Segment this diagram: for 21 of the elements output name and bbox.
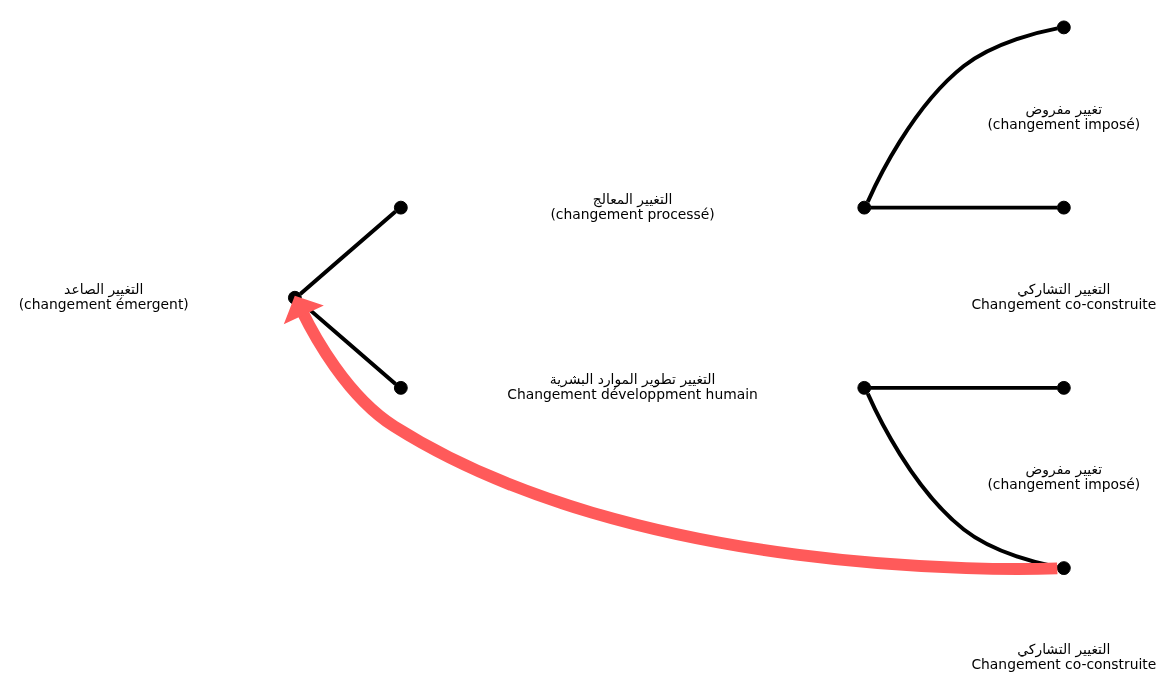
connector <box>865 25 1058 203</box>
node-circle <box>1056 200 1071 215</box>
node-circle <box>287 290 302 305</box>
node-circle <box>393 380 408 395</box>
node-label: التغيير التشاركي <box>1017 280 1111 297</box>
connector <box>299 209 397 295</box>
node-label: Changement co-construite <box>971 295 1157 312</box>
node-label: التغيير تطوير الموارد البشرية <box>549 370 716 387</box>
connector <box>871 385 1058 390</box>
node-circle <box>393 200 408 215</box>
node-label: التغيير المعالج <box>592 190 673 207</box>
connector <box>871 205 1058 210</box>
node-circle <box>1056 19 1071 34</box>
node-circle <box>857 380 872 395</box>
node-circle <box>1056 560 1071 575</box>
node-label: التغيير التشاركي <box>1017 640 1111 657</box>
arrow <box>283 295 1058 575</box>
connector <box>865 392 1058 569</box>
node-circle <box>857 200 872 215</box>
node-circle <box>1056 380 1071 395</box>
node-label: التغيير الصاعد <box>64 280 144 297</box>
